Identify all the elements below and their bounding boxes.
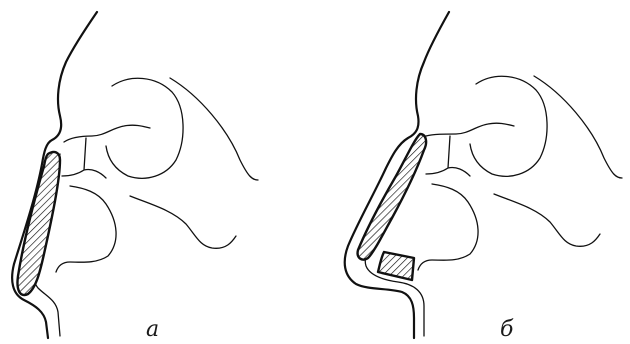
panel-b-label: б <box>500 317 514 342</box>
panel-a-implant <box>17 152 60 295</box>
panel-b: б <box>345 12 622 342</box>
panel-a-bone-fracture <box>62 138 106 178</box>
panel-a-label: а <box>146 317 159 342</box>
panel-b-zygoma <box>494 194 600 246</box>
panel-b-bone-fracture <box>426 136 470 176</box>
panel-b-maxilla <box>418 184 478 270</box>
panel-b-nasal-bone <box>426 123 514 136</box>
panel-a-maxilla <box>56 186 116 272</box>
panel-b-implant-columellar <box>378 252 414 280</box>
panel-b-implant-dorsal <box>358 134 426 260</box>
panel-a-nasal-bone <box>64 125 150 142</box>
panel-a-zygoma <box>130 196 236 248</box>
panel-a: а <box>12 12 258 342</box>
